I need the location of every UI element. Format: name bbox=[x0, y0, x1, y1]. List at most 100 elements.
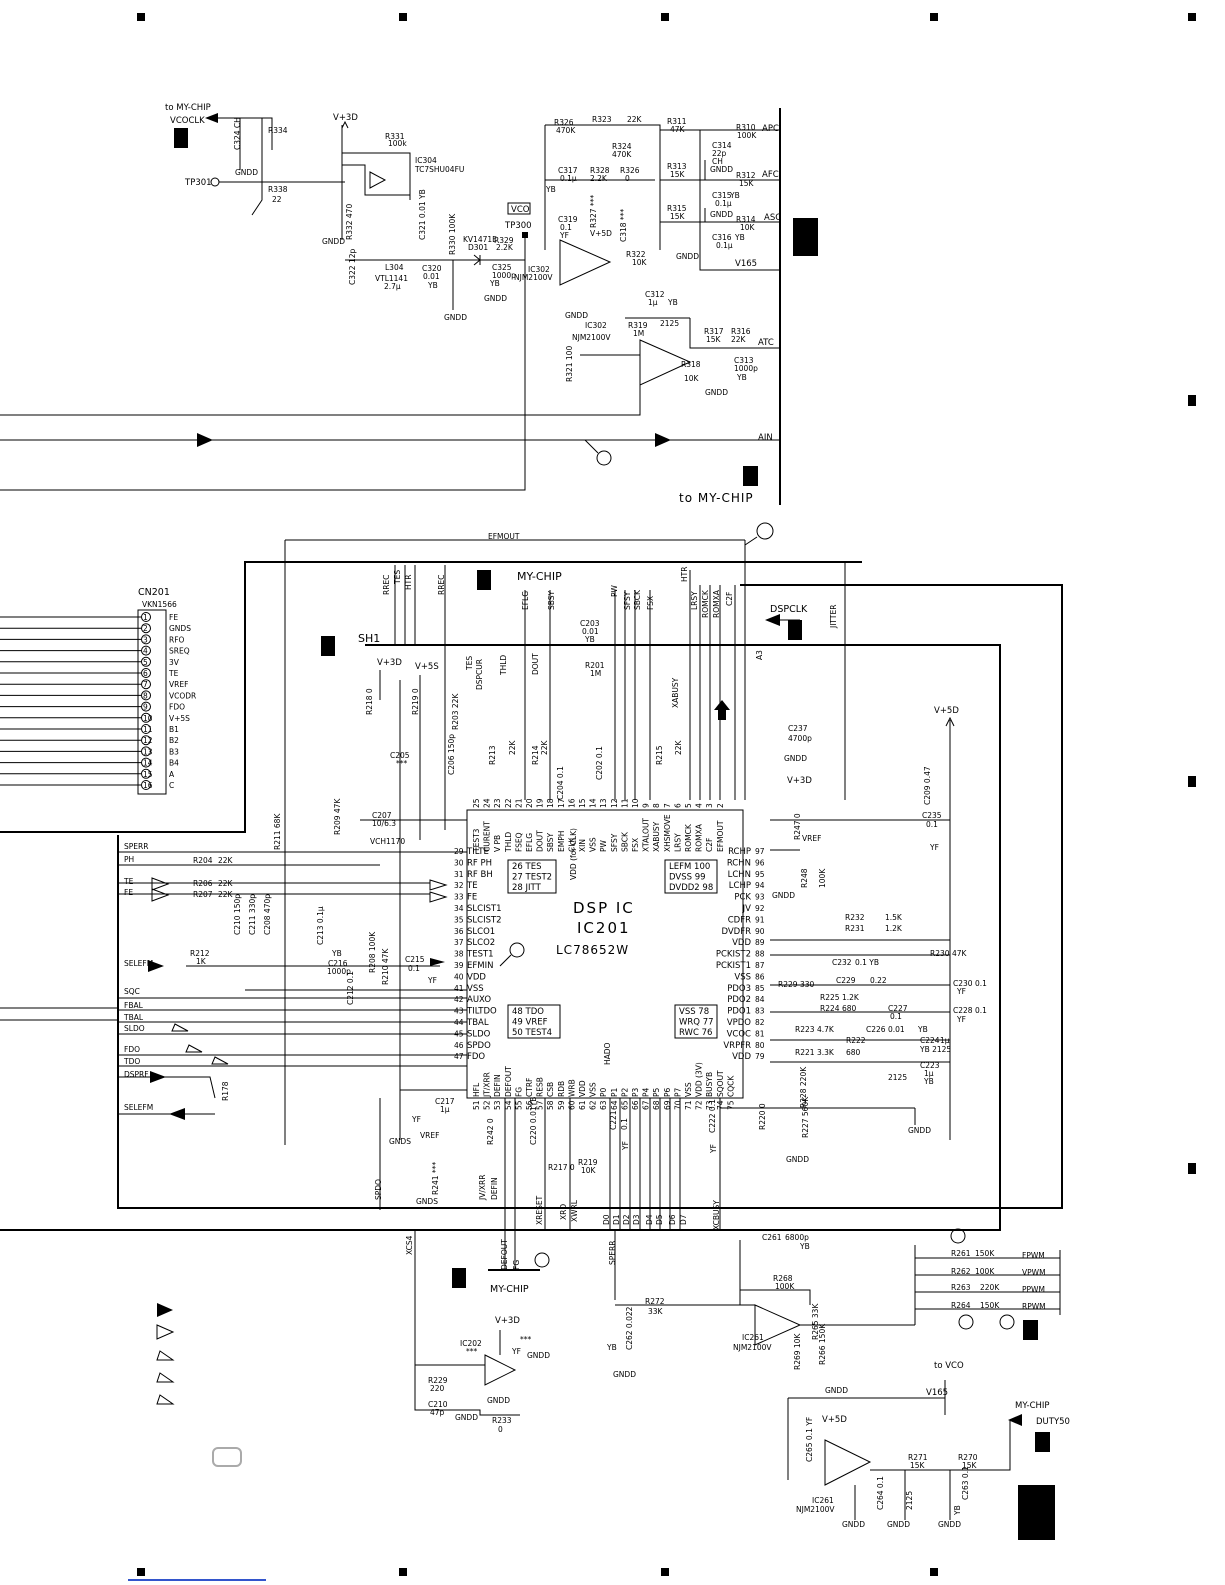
svg-text:C261: C261 bbox=[762, 1233, 782, 1242]
cn201-pin-label: TE bbox=[168, 669, 179, 678]
afc-label: AFC bbox=[762, 170, 779, 180]
svg-text:R215: R215 bbox=[655, 745, 664, 765]
ic201-left-pin: FE bbox=[467, 893, 477, 903]
svg-text:YB: YB bbox=[489, 279, 500, 288]
svg-text:SBSY: SBSY bbox=[547, 590, 556, 610]
ic201-bottom-pin: P1 bbox=[610, 1087, 619, 1097]
ic201-bottom-pin: BUSYB bbox=[705, 1072, 714, 1097]
cn201-pin-number bbox=[141, 690, 151, 701]
svg-text:15K: 15K bbox=[962, 1461, 978, 1470]
svg-text:YB: YB bbox=[736, 373, 747, 382]
left-signal-label: TE bbox=[123, 877, 134, 886]
cn201-pin-number bbox=[141, 612, 151, 622]
svg-text:C227: C227 bbox=[888, 1004, 908, 1013]
svg-text:680: 680 bbox=[846, 1048, 861, 1057]
ic304-inverter bbox=[369, 171, 387, 189]
ref-circle bbox=[958, 1314, 974, 1330]
ic201-pin-number: 20 bbox=[525, 798, 534, 808]
fe-arrow-icon bbox=[151, 888, 170, 902]
ic201-pin-number: 71 bbox=[684, 1100, 693, 1110]
svg-text:1.2K: 1.2K bbox=[842, 993, 860, 1002]
svg-text:1M: 1M bbox=[633, 329, 644, 338]
svg-text:VREF: VREF bbox=[420, 1131, 439, 1140]
cn201-pin-number-text: 4 bbox=[143, 647, 148, 656]
v5s-label: V+5S bbox=[415, 662, 439, 672]
svg-text:SPDO: SPDO bbox=[374, 1179, 383, 1200]
ic201-left-pin: SLCO2 bbox=[467, 938, 495, 948]
ic201-pin-number: 42 bbox=[454, 995, 464, 1004]
cn201-pin-number bbox=[141, 724, 151, 734]
svg-text:HTR: HTR bbox=[680, 567, 689, 582]
ic201-pin-number: 84 bbox=[755, 995, 765, 1004]
svg-text:22K: 22K bbox=[540, 739, 549, 755]
ic201-pin-number: 15 bbox=[578, 798, 587, 808]
svg-text:GNDD: GNDD bbox=[842, 1520, 865, 1529]
ref-block bbox=[477, 570, 491, 590]
svg-text:1.5K: 1.5K bbox=[885, 913, 903, 922]
svg-text:VDD (for CLK): VDD (for CLK) bbox=[569, 828, 578, 880]
svg-text:0.1 YB: 0.1 YB bbox=[855, 958, 879, 967]
signal-arrow-icon bbox=[197, 433, 213, 447]
corner-block bbox=[1018, 1485, 1055, 1540]
ic201-top-pin: XIN bbox=[578, 839, 587, 852]
svg-text:R264: R264 bbox=[951, 1301, 971, 1310]
my-chip-bus-label: MY-CHIP bbox=[517, 570, 562, 583]
ic201-right-pin: JV bbox=[742, 904, 752, 914]
ic201-right-pin: DVDFR bbox=[721, 927, 751, 937]
ref-block bbox=[793, 218, 818, 256]
gnds-label: GNDS bbox=[416, 1197, 438, 1206]
legend-arrow-filled-icon bbox=[157, 1303, 173, 1317]
signal-arrow-icon bbox=[655, 433, 671, 447]
svg-text:R326: R326 bbox=[554, 118, 574, 127]
svg-text:GNDD: GNDD bbox=[784, 754, 807, 763]
svg-text:C265 0.1 YF: C265 0.1 YF bbox=[805, 1417, 814, 1462]
svg-text:R248: R248 bbox=[800, 868, 809, 888]
svg-text:D7: D7 bbox=[679, 1214, 688, 1225]
ic201-pin-number: 72 bbox=[695, 1100, 704, 1110]
svg-text:V+5D: V+5D bbox=[590, 229, 612, 238]
v165-label: V165 bbox=[735, 259, 757, 269]
svg-text:R317: R317 bbox=[704, 327, 724, 336]
svg-text:R334: R334 bbox=[268, 126, 288, 135]
to-vco-label: to VCO bbox=[934, 1361, 964, 1371]
svg-text:DOUT: DOUT bbox=[531, 653, 540, 675]
svg-text:VREF: VREF bbox=[802, 834, 821, 843]
legend-arrow-open-icon bbox=[156, 1324, 175, 1340]
svg-text:YB: YB bbox=[427, 281, 438, 290]
ic261-label-a: IC261 bbox=[742, 1333, 764, 1342]
l304-part: VTL1141 bbox=[375, 274, 408, 283]
svg-text:XABUSY: XABUSY bbox=[671, 677, 680, 708]
svg-text:R327 ***: R327 *** bbox=[589, 195, 598, 228]
ic201-pin-number: 22 bbox=[504, 798, 513, 808]
svg-text:C223: C223 bbox=[920, 1061, 940, 1070]
svg-text:R220 0: R220 0 bbox=[758, 1103, 767, 1130]
ic201-top-pin: ROMXA bbox=[695, 823, 704, 852]
ic201-pin-number: 34 bbox=[454, 904, 464, 913]
svg-text:CH: CH bbox=[712, 157, 723, 166]
ic201-bottom-pin: P3 bbox=[631, 1087, 640, 1097]
ic201-left-pin: TBAL bbox=[466, 1018, 489, 1028]
legend-box-icon bbox=[212, 1447, 242, 1467]
left-signal-wire bbox=[0, 1007, 118, 1021]
svg-text:0.1μ: 0.1μ bbox=[716, 241, 733, 250]
svg-text:C203: C203 bbox=[580, 619, 600, 628]
svg-text:***: *** bbox=[520, 1335, 532, 1344]
ic201-right-pin: VDD bbox=[732, 1052, 751, 1062]
ic201-bottom-pin: JT/XRR bbox=[483, 1072, 492, 1098]
svg-text:R221: R221 bbox=[795, 1048, 815, 1057]
ic201-pin-number: 38 bbox=[454, 950, 464, 959]
footer-link[interactable] bbox=[128, 1579, 266, 1581]
svg-text:R225: R225 bbox=[820, 993, 840, 1002]
ic201-pin-number: 6 bbox=[673, 803, 682, 808]
ref-circle bbox=[509, 942, 525, 958]
svg-text:10K: 10K bbox=[632, 258, 648, 267]
ic201-pin-number: 57 bbox=[536, 1100, 545, 1110]
svg-text:R266 150K: R266 150K bbox=[818, 1323, 827, 1365]
vcoclk-label: VCOCLK bbox=[170, 116, 205, 126]
svg-text:YB: YB bbox=[545, 185, 556, 194]
ref-block bbox=[1023, 1320, 1038, 1340]
svg-text:GNDD: GNDD bbox=[710, 165, 733, 174]
